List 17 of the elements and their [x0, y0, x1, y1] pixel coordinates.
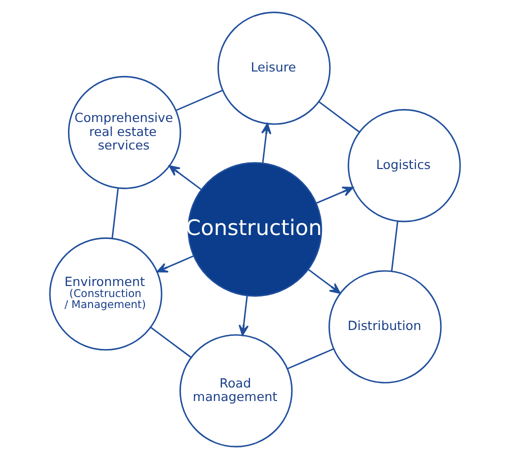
node-circle: Road management: [179, 334, 293, 448]
arrow: [316, 186, 354, 204]
connector: [287, 348, 334, 370]
arrow: [308, 268, 341, 294]
arrow: [168, 165, 202, 190]
connector: [318, 101, 360, 133]
connector: [150, 326, 192, 358]
connector: [390, 221, 398, 272]
connector: [176, 90, 223, 112]
node-circle: Logistics: [348, 109, 461, 222]
node-circle: Environment (Construction / Management): [49, 237, 162, 351]
arrow: [261, 123, 272, 163]
arrow: [238, 296, 249, 336]
node-circle: Leisure: [217, 12, 331, 125]
connector: [112, 188, 119, 238]
node-circle: Construction: [188, 162, 322, 297]
arrow: [156, 255, 194, 272]
